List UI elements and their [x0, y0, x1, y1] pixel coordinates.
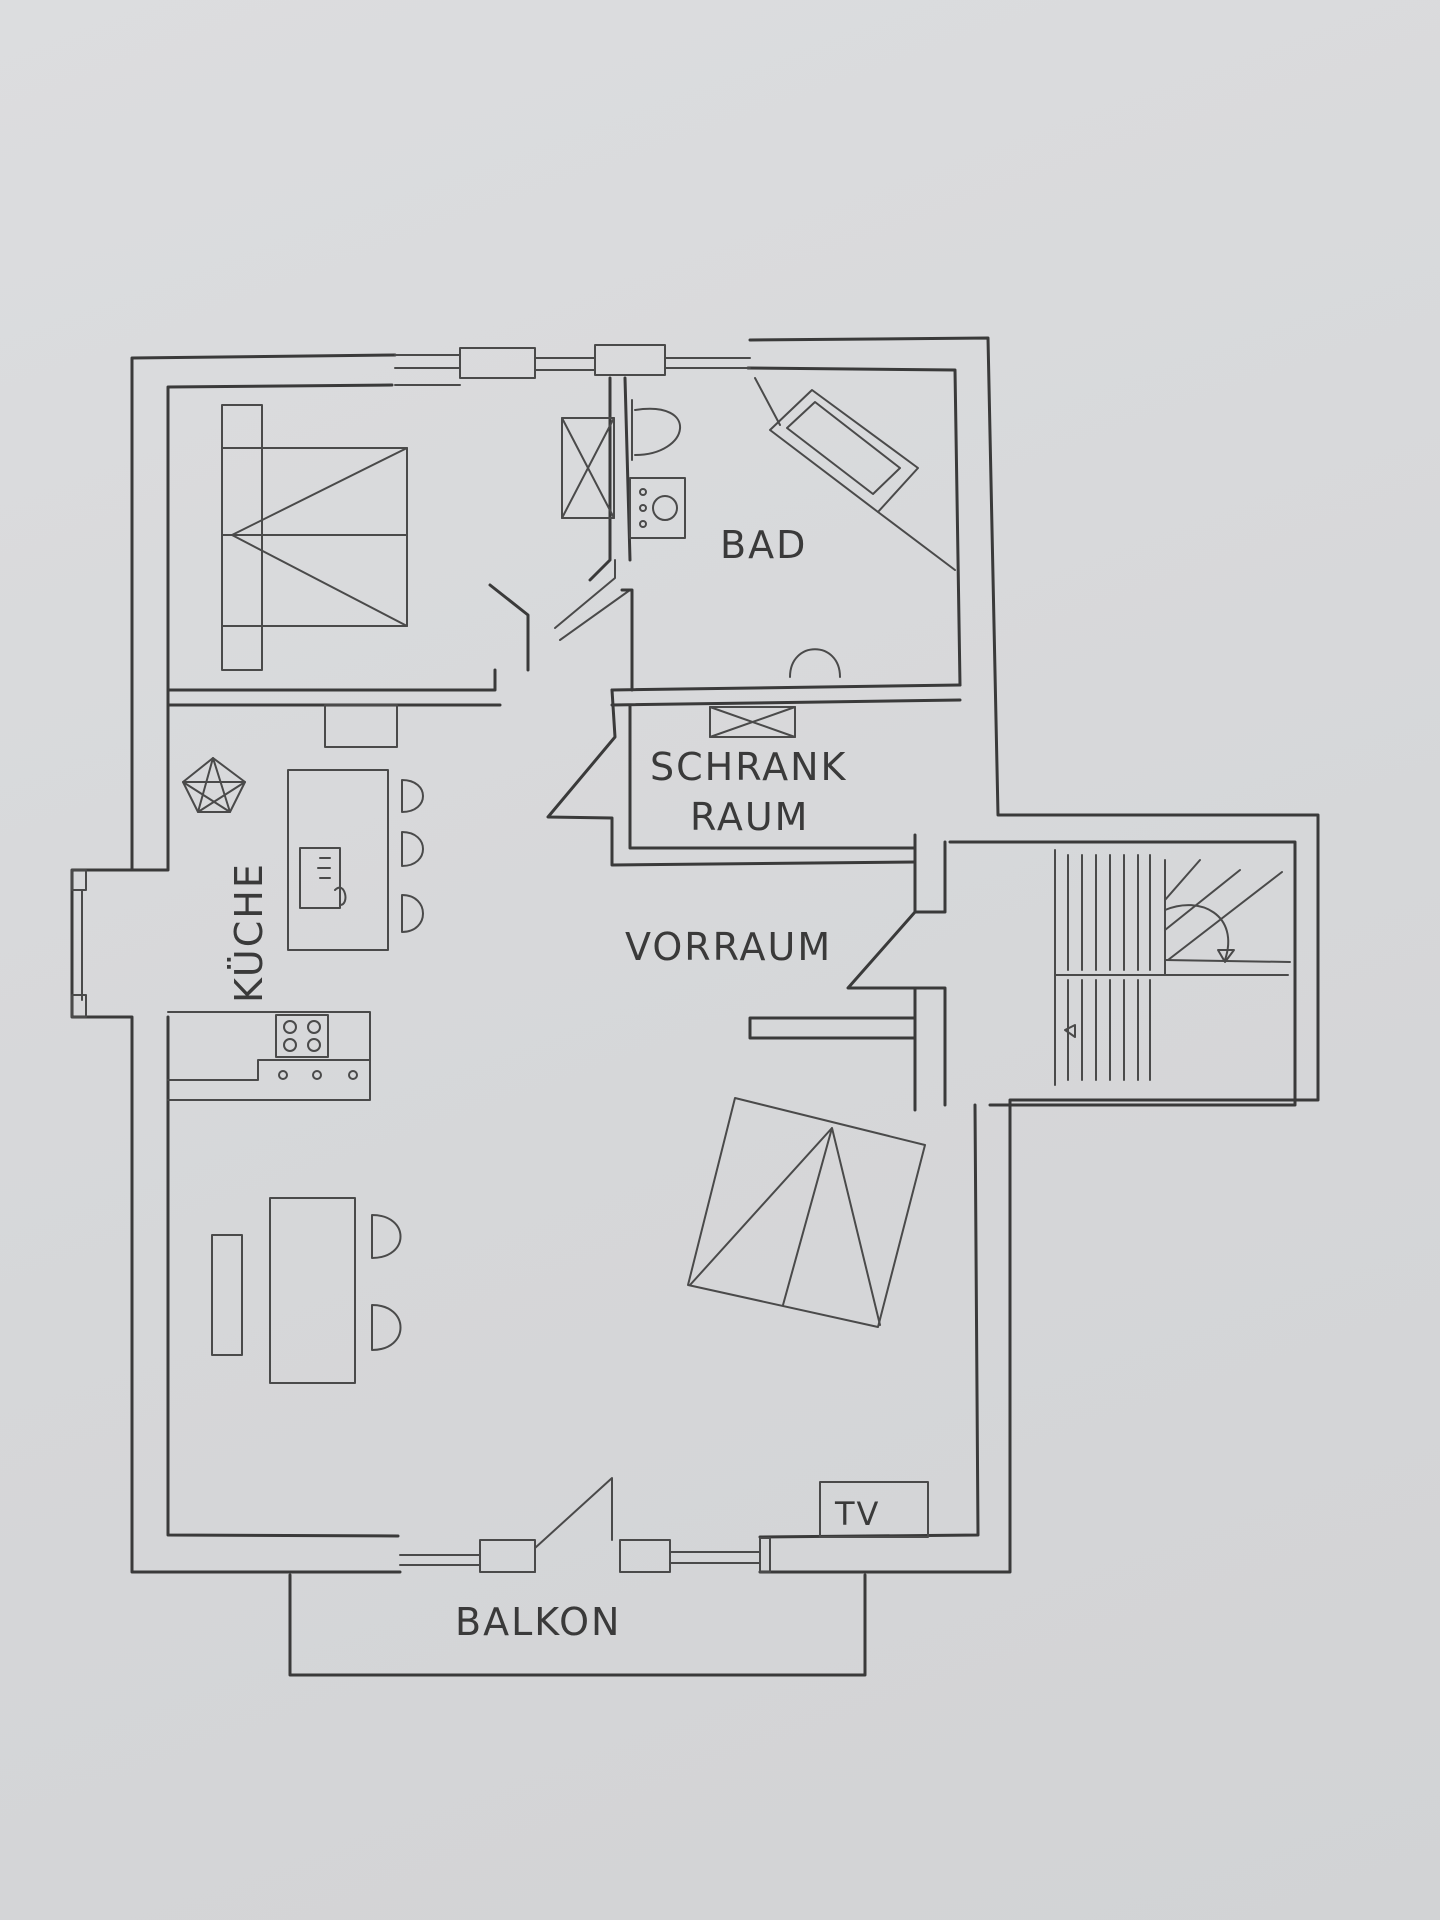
dining-table — [269, 1197, 356, 1384]
room-label-raum: RAUM — [690, 795, 809, 839]
balcony-outline — [288, 1573, 867, 1677]
top-windows — [394, 344, 751, 386]
room-label-vorraum: VORRAUM — [625, 925, 832, 969]
shower — [561, 417, 615, 519]
sink — [629, 477, 686, 539]
kitchen-island — [287, 769, 389, 951]
toilet — [631, 399, 681, 461]
tv-unit — [819, 1481, 929, 1538]
outer-walls — [70, 336, 1320, 1574]
tv-label: TV — [834, 1495, 880, 1533]
interior-walls — [166, 376, 962, 1112]
ceiling-lamp — [182, 757, 246, 813]
kitchen-window — [71, 869, 87, 1018]
dining-chairs — [371, 1214, 402, 1351]
bathtub — [754, 377, 956, 571]
room-label-schrank: SCHRANK — [650, 745, 847, 789]
sideboard — [211, 1234, 243, 1356]
bedroom-shelf — [324, 704, 398, 748]
bed — [221, 404, 408, 671]
washbasin-round — [789, 648, 841, 678]
sofa-bed — [687, 1097, 926, 1328]
room-label-bad: BAD — [720, 523, 807, 567]
wardrobe-vent — [709, 706, 796, 738]
room-label-kueche: KÜCHE — [227, 862, 271, 1003]
balcony-openings — [399, 1477, 771, 1573]
staircase — [1054, 849, 1291, 1086]
room-label-balkon: BALKON — [455, 1600, 621, 1644]
kitchen-counter — [167, 1011, 371, 1101]
bar-stools — [401, 779, 424, 933]
